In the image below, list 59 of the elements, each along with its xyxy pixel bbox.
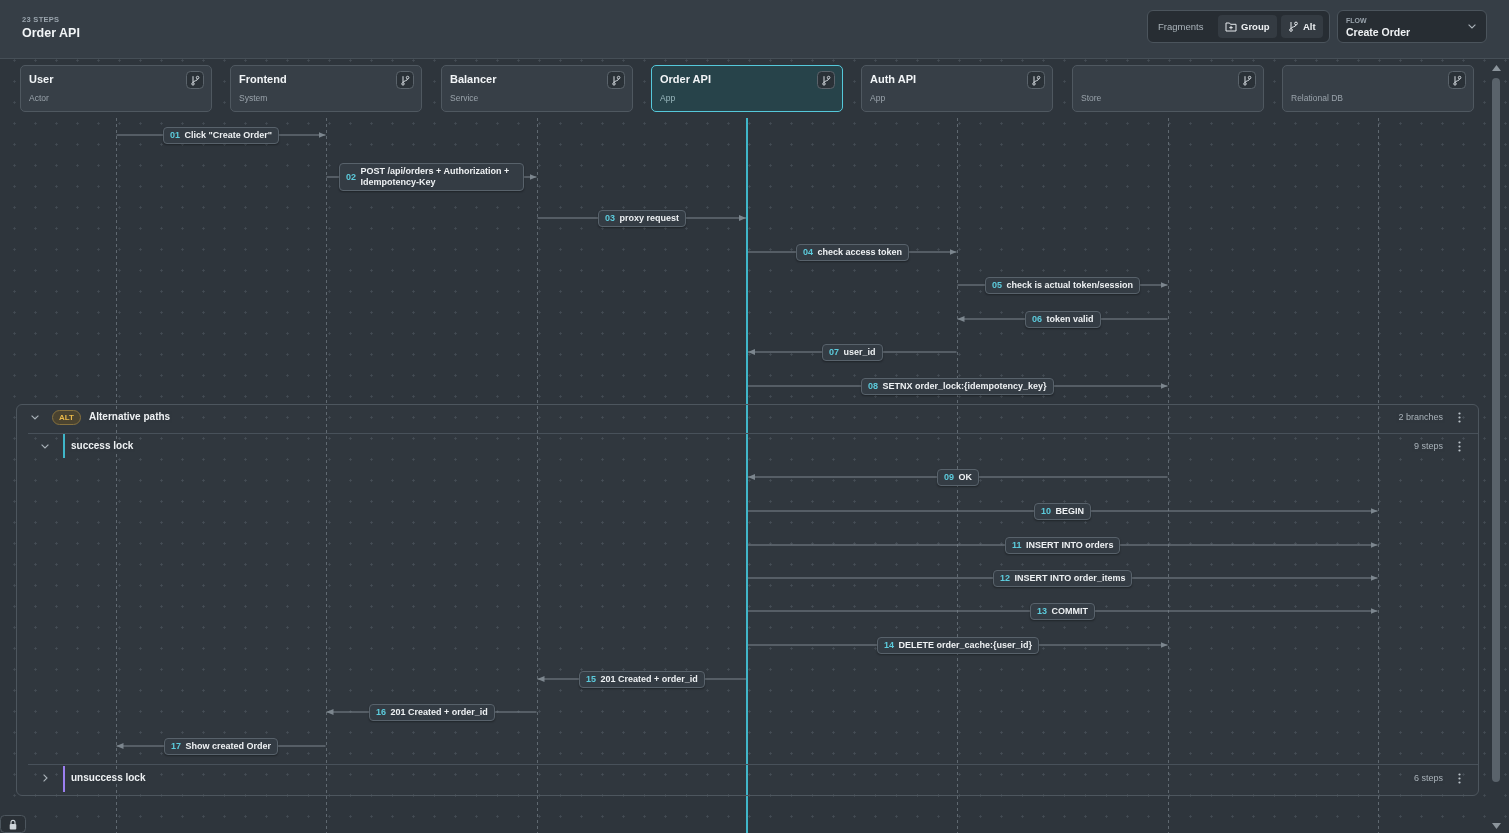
participant-name: Balancer xyxy=(450,73,497,86)
alt-button: Alt xyxy=(1281,15,1323,38)
participant-type: Service xyxy=(450,93,479,103)
lifeline xyxy=(536,118,538,833)
message-label: 15 201 Created + order_id xyxy=(579,671,705,689)
participant-name: Frontend xyxy=(239,73,287,86)
step-count: 6 steps xyxy=(1411,773,1445,784)
fragment-badge: ALT xyxy=(52,410,81,425)
branch-header xyxy=(28,764,1478,795)
message-label: 11 INSERT INTO orders xyxy=(1005,537,1121,555)
message-label: 13 COMMIT xyxy=(1030,603,1096,621)
message-label: 05 check is actual token/session xyxy=(985,277,1141,295)
branch-count: 2 branches xyxy=(1396,412,1445,423)
message-label: 04 check access token xyxy=(796,244,910,262)
participant-type: Actor xyxy=(29,93,49,103)
fragment-title: Alternative paths xyxy=(87,411,173,423)
participant-card xyxy=(1072,65,1264,112)
message-label: 08 SETNX order_lock:{idempotency_key} xyxy=(861,378,1054,396)
message-label: 06 token valid xyxy=(1025,311,1101,329)
participant-type: App xyxy=(870,93,886,103)
message-label: 01 Click "Create Order" xyxy=(163,127,280,145)
lifeline xyxy=(1167,118,1169,833)
message-label: 09 OK xyxy=(937,469,980,487)
participant-card xyxy=(20,65,212,112)
participant-card xyxy=(861,65,1053,112)
participant-card xyxy=(441,65,633,112)
step-count: 9 steps xyxy=(1411,441,1445,452)
participant-name: Auth API xyxy=(870,73,917,86)
branch-title: unsuccess lock xyxy=(69,772,148,784)
message-label: 02 POST /api/orders + Authorization + Idempotency-Key xyxy=(339,163,524,191)
participant-card xyxy=(651,65,843,112)
diagram-title: Order API xyxy=(22,26,80,41)
lifeline xyxy=(325,118,327,833)
participant-name: Order API xyxy=(660,73,711,86)
group-button: Group xyxy=(1218,15,1277,38)
branch-title: success lock xyxy=(69,440,136,452)
toolbar-label: Fragments xyxy=(1158,21,1204,32)
message-label: 07 user_id xyxy=(822,344,883,362)
message-arrow xyxy=(747,508,1378,514)
participant-type: App xyxy=(660,93,676,103)
participant-card xyxy=(1282,65,1474,112)
message-arrow xyxy=(747,608,1378,614)
participant-type: Store xyxy=(1081,93,1102,103)
message-label: 16 201 Created + order_id xyxy=(369,704,495,722)
participant-name: User xyxy=(29,73,54,86)
message-arrow xyxy=(747,474,1168,480)
participant-card xyxy=(230,65,422,112)
lifeline xyxy=(115,118,117,833)
message-label: 14 DELETE order_cache:{user_id} xyxy=(877,637,1040,655)
participant-type: System xyxy=(239,93,268,103)
lifeline xyxy=(1377,118,1379,833)
message-label: 10 BEGIN xyxy=(1034,503,1092,521)
participant-type: Relational DB xyxy=(1291,93,1343,103)
message-label: 03 proxy request xyxy=(598,210,687,228)
alt-fragment xyxy=(16,404,1479,796)
message-label: 12 INSERT INTO order_items xyxy=(993,570,1133,588)
message-label: 17 Show created Order xyxy=(164,738,279,756)
branch-header xyxy=(28,433,1478,460)
lifeline xyxy=(746,118,748,833)
